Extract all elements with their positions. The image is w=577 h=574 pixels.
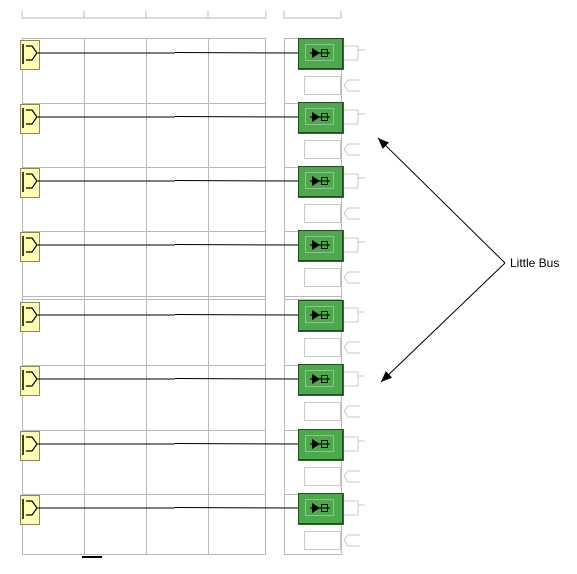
output-driver-inner	[305, 435, 334, 452]
output-driver-icon	[310, 48, 330, 58]
empty-io-slot	[304, 531, 341, 550]
empty-io-slot	[304, 467, 341, 486]
slot-notch-icon	[344, 109, 359, 125]
output-driver-inner	[305, 172, 334, 189]
input-pad	[20, 366, 40, 396]
slot-notch-icon	[343, 271, 360, 284]
bus-row-7	[20, 429, 365, 486]
slot-notch-icon	[343, 341, 360, 354]
callout-arrow-lower	[380, 262, 506, 383]
output-driver-icon	[310, 503, 330, 513]
callout-arrow-upper	[377, 137, 506, 264]
bus-row-2	[20, 102, 365, 159]
input-pad	[20, 168, 40, 198]
slot-notch-icon	[344, 500, 359, 516]
signal-wire	[174, 507, 301, 509]
empty-io-slot	[304, 140, 341, 159]
slot-notch-icon	[344, 173, 359, 189]
bus-row-1	[20, 38, 365, 95]
empty-io-slot	[304, 76, 341, 95]
arrow-head-icon	[381, 371, 393, 382]
driver-box	[321, 49, 328, 57]
input-pad	[20, 431, 40, 461]
input-pad	[20, 232, 40, 262]
signal-wire	[174, 314, 301, 316]
top-ruler	[21, 11, 342, 19]
driver-box	[321, 440, 328, 448]
signal-wire	[174, 116, 301, 118]
slot-notch-icon	[343, 143, 360, 156]
driver-box	[321, 375, 328, 383]
driver-box	[321, 113, 328, 121]
bus-row-3	[20, 166, 365, 223]
input-pad	[20, 104, 40, 134]
empty-io-slot	[304, 402, 341, 421]
output-driver-icon	[310, 374, 330, 384]
output-driver-icon	[310, 310, 330, 320]
output-driver-icon	[310, 176, 330, 186]
little-bus-callout	[377, 137, 506, 383]
output-driver-inner	[305, 370, 334, 387]
bus-row-5	[20, 300, 365, 357]
output-driver-inner	[305, 499, 334, 516]
output-driver-inner	[305, 236, 334, 253]
output-driver-icon	[310, 112, 330, 122]
driver-box	[321, 311, 328, 319]
slot-notch-icon	[343, 207, 360, 220]
empty-io-slot	[304, 268, 341, 287]
slot-notch-icon	[344, 45, 359, 61]
output-driver-inner	[305, 306, 334, 323]
output-driver-icon	[310, 240, 330, 250]
output-driver-inner	[305, 108, 334, 125]
slot-notch-icon	[344, 237, 359, 253]
slot-notch-icon	[343, 405, 360, 418]
core-grid	[22, 38, 266, 555]
bus-row-6	[20, 364, 365, 421]
empty-io-slot	[304, 338, 341, 357]
input-pad	[20, 40, 40, 70]
arrow-head-icon	[378, 138, 389, 149]
output-driver-icon	[310, 439, 330, 449]
slot-notch-icon	[343, 79, 360, 92]
signal-wire	[174, 180, 301, 182]
slot-notch-icon	[344, 371, 359, 387]
output-driver-inner	[305, 44, 334, 61]
empty-io-slot	[304, 204, 341, 223]
input-pad	[20, 302, 40, 332]
driver-box	[321, 504, 328, 512]
slot-notch-icon	[344, 307, 359, 323]
slot-notch-icon	[343, 534, 360, 547]
driver-box	[321, 241, 328, 249]
slot-notch-icon	[343, 470, 360, 483]
little-bus-label: Little Bus	[510, 256, 560, 270]
driver-box	[321, 177, 328, 185]
bus-row-4	[20, 230, 365, 287]
signal-wire	[174, 378, 301, 380]
bus-row-8	[20, 493, 365, 550]
slot-notch-icon	[344, 436, 359, 452]
signal-wire	[174, 244, 301, 246]
signal-wire	[174, 52, 301, 54]
bottom-marker	[82, 556, 102, 558]
signal-wire	[174, 443, 301, 445]
input-pad	[20, 495, 40, 525]
